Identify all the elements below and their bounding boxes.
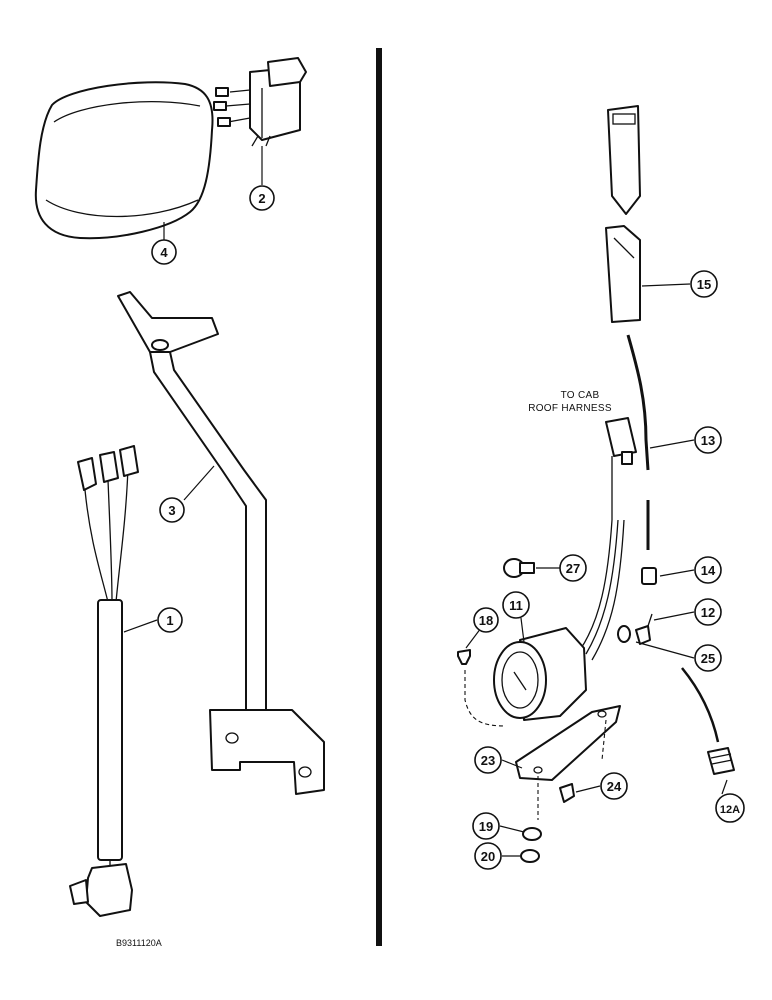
svg-text:14: 14 <box>701 563 716 578</box>
callout-18: 18 <box>473 607 499 633</box>
fitting-part-12a <box>707 747 735 775</box>
callout-2: 2 <box>249 185 275 211</box>
callout-19: 19 <box>472 812 500 840</box>
screw-part-24 <box>559 783 575 803</box>
svg-text:20: 20 <box>481 849 495 864</box>
drawing-code: B9311120A <box>116 938 162 948</box>
svg-text:19: 19 <box>479 819 493 834</box>
callout-12a: 12A <box>715 793 745 823</box>
callout-24: 24 <box>600 772 628 800</box>
svg-text:11: 11 <box>509 598 523 613</box>
note-line-1: TO CAB <box>561 390 600 401</box>
screw-part-18 <box>457 649 507 727</box>
svg-text:1: 1 <box>166 613 173 628</box>
svg-text:15: 15 <box>697 277 711 292</box>
callout-4: 4 <box>151 239 177 265</box>
bracket-part-23 <box>515 705 621 820</box>
svg-text:2: 2 <box>258 191 265 206</box>
callout-15: 15 <box>690 270 718 298</box>
callout-13: 13 <box>694 426 722 454</box>
switch-part-2 <box>213 57 307 147</box>
svg-text:18: 18 <box>479 613 493 628</box>
leader-lines <box>123 146 728 857</box>
callout-11: 11 <box>502 591 530 619</box>
callout-25: 25 <box>694 644 722 672</box>
cable-part-13 <box>626 334 650 550</box>
channel-part-15 <box>605 105 641 323</box>
callout-3: 3 <box>159 497 185 523</box>
fitting-part-14 <box>641 567 657 585</box>
fittings-parts-12-25 <box>617 613 720 743</box>
svg-text:25: 25 <box>701 651 715 666</box>
svg-text:23: 23 <box>481 753 495 768</box>
svg-text:27: 27 <box>566 561 580 576</box>
gauge-part-11 <box>493 519 625 721</box>
svg-text:4: 4 <box>160 245 168 260</box>
svg-text:24: 24 <box>607 779 622 794</box>
svg-text:13: 13 <box>701 433 715 448</box>
mounting-rod-part-3 <box>117 291 325 795</box>
divider-line <box>376 48 382 946</box>
nut-part-20 <box>520 849 540 863</box>
note-line-2: ROOF HARNESS <box>528 403 612 414</box>
housing-part-4 <box>34 81 214 240</box>
svg-text:12: 12 <box>701 605 715 620</box>
callout-23: 23 <box>474 746 502 774</box>
wire-harness-part-1 <box>69 445 139 917</box>
roof-harness-connector <box>605 417 637 520</box>
callout-14: 14 <box>694 556 722 584</box>
bulb-part-27 <box>503 558 535 578</box>
callout-20: 20 <box>474 842 502 870</box>
callout-12: 12 <box>694 598 722 626</box>
callout-27: 27 <box>559 554 587 582</box>
svg-text:3: 3 <box>168 503 175 518</box>
svg-text:12A: 12A <box>720 804 740 816</box>
nut-part-19 <box>522 827 542 841</box>
callout-1: 1 <box>157 607 183 633</box>
